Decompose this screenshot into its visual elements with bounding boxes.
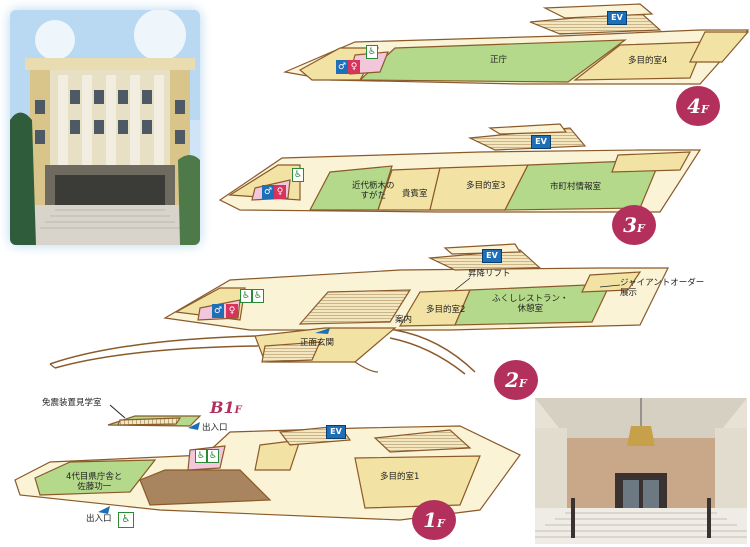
building-exterior-photo bbox=[10, 10, 200, 245]
room-label-4f-1: 多目的室4 bbox=[628, 56, 668, 66]
room-label-2f-2: ふくしレストラン・ 休憩室 bbox=[492, 294, 569, 314]
elevator-icon: EV bbox=[607, 11, 627, 25]
room-label-2f-1: 多目的室2 bbox=[426, 305, 466, 315]
room-label-1f-2: 出入口 bbox=[86, 514, 112, 524]
floor-badge-4f: 4F bbox=[676, 86, 720, 126]
room-label-1f-1: 4代目県庁舎と 佐藤功一 bbox=[66, 472, 123, 492]
room-label-2f-3: ジャイアントオーダー 展示 bbox=[620, 278, 705, 298]
room-label-2f-5: 案内 bbox=[395, 315, 413, 325]
room-label-3f-1: 貴賓室 bbox=[402, 189, 428, 199]
accessible-restroom-icon: ♿ bbox=[195, 449, 207, 463]
room-label-4f-0: 正庁 bbox=[490, 55, 508, 65]
female-restroom-icon: ♀ bbox=[348, 60, 360, 74]
accessible-restroom-icon: ♿ bbox=[292, 168, 304, 182]
room-label-3f-0: 近代栃木の すがた bbox=[352, 181, 395, 201]
floor-4f-plan bbox=[282, 3, 750, 85]
room-label-b1-0: 免震装置見学室 bbox=[42, 398, 102, 408]
accessible-restroom-icon: ♿ bbox=[207, 449, 219, 463]
floor-badge-1f: 1F bbox=[412, 500, 456, 540]
male-restroom-icon: ♂ bbox=[336, 60, 348, 74]
room-label-2f-4: 正面玄関 bbox=[300, 338, 335, 348]
floor-3f-plan bbox=[218, 123, 702, 213]
room-label-b1-1: 出入口 bbox=[202, 423, 228, 433]
accessible-restroom-icon: ♿ bbox=[240, 289, 252, 303]
accessible-restroom-icon: ♿ bbox=[252, 289, 264, 303]
room-label-3f-2: 多目的室3 bbox=[466, 181, 506, 191]
entrance-hall-photo bbox=[535, 398, 747, 544]
wheelchair-icon: ♿ bbox=[118, 512, 134, 528]
floor-badge-2f: 2F bbox=[494, 360, 538, 400]
floor-badge-3f: 3F bbox=[612, 205, 656, 245]
male-restroom-icon: ♂ bbox=[212, 304, 224, 318]
room-label-2f-lift: 昇降リフト bbox=[468, 269, 511, 279]
room-label-3f-3: 市町村情報室 bbox=[550, 182, 602, 192]
floor-badge-b1: B1F bbox=[210, 398, 242, 417]
elevator-icon: EV bbox=[531, 135, 551, 149]
room-label-1f-0: 多目的室1 bbox=[380, 472, 420, 482]
elevator-icon: EV bbox=[326, 425, 346, 439]
accessible-restroom-icon: ♿ bbox=[366, 45, 378, 59]
female-restroom-icon: ♀ bbox=[274, 185, 286, 199]
floor-2f-plan bbox=[49, 243, 669, 375]
elevator-icon: EV bbox=[482, 249, 502, 263]
floor-b1-plan bbox=[107, 404, 202, 427]
female-restroom-icon: ♀ bbox=[226, 304, 238, 318]
male-restroom-icon: ♂ bbox=[262, 185, 274, 199]
